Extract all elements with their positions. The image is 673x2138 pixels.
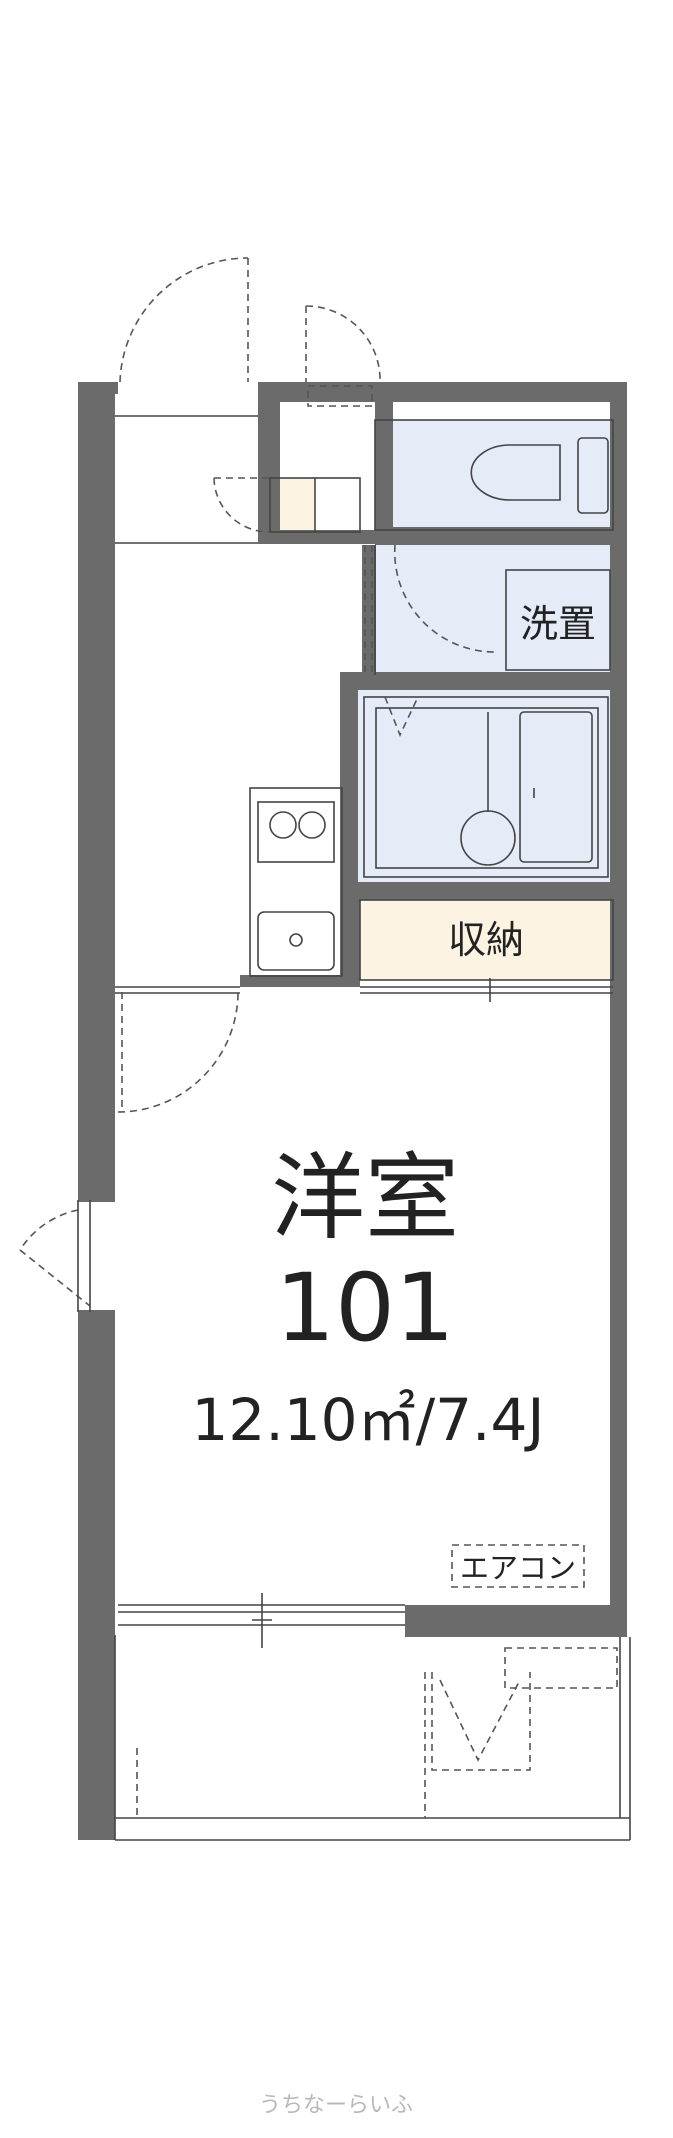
main-room-name: 洋室 — [271, 1144, 459, 1253]
side-window — [19, 1200, 91, 1312]
wall-top-right — [258, 382, 624, 402]
wall-bath-left — [340, 672, 358, 892]
toilet — [374, 419, 614, 531]
main-room-number: 101 — [275, 1254, 454, 1363]
washroom-fill — [375, 545, 613, 675]
bathroom — [363, 696, 609, 878]
toilet-room-fill — [375, 420, 613, 530]
storage: 収納 — [359, 899, 614, 1002]
shoe-cabinet — [213, 477, 361, 533]
entrance-door — [119, 257, 381, 407]
wall-wash-bottom — [340, 672, 620, 690]
wall-bottom-right — [405, 1605, 627, 1637]
wall-toilet-top — [375, 402, 393, 527]
bathroom-fill — [355, 690, 613, 885]
washroom: 洗置 — [364, 544, 611, 738]
storage-fill — [360, 900, 613, 980]
wall-top-left — [78, 382, 118, 394]
wall-kitchen-bottom — [240, 975, 360, 987]
balcony-window — [118, 1593, 405, 1648]
room-door — [117, 991, 239, 1113]
storage-label: 収納 — [448, 918, 524, 962]
aircon-label: エアコン — [460, 1551, 576, 1585]
wall-wash-left — [362, 545, 376, 675]
kitchen — [249, 787, 343, 977]
watermark-text: うちなーらいふ — [259, 2093, 413, 2118]
main-room-area: 12.10㎡/7.4J — [192, 1386, 545, 1454]
wall-shoebox-bottom — [258, 530, 375, 544]
wall-left-upper — [78, 382, 115, 1202]
wall-right — [610, 382, 627, 1637]
entrance-floor — [118, 394, 258, 544]
wall-bath-bottom — [340, 882, 620, 900]
balcony — [114, 1635, 631, 1841]
air-conditioner: エアコン — [451, 1544, 585, 1588]
wall-storage-left — [340, 882, 360, 982]
wash-label: 洗置 — [520, 602, 596, 646]
wall-entrance-post — [258, 382, 280, 532]
wall-toilet-bottom — [375, 527, 620, 545]
wall-left-lower — [78, 1310, 115, 1840]
walls — [78, 382, 627, 1840]
